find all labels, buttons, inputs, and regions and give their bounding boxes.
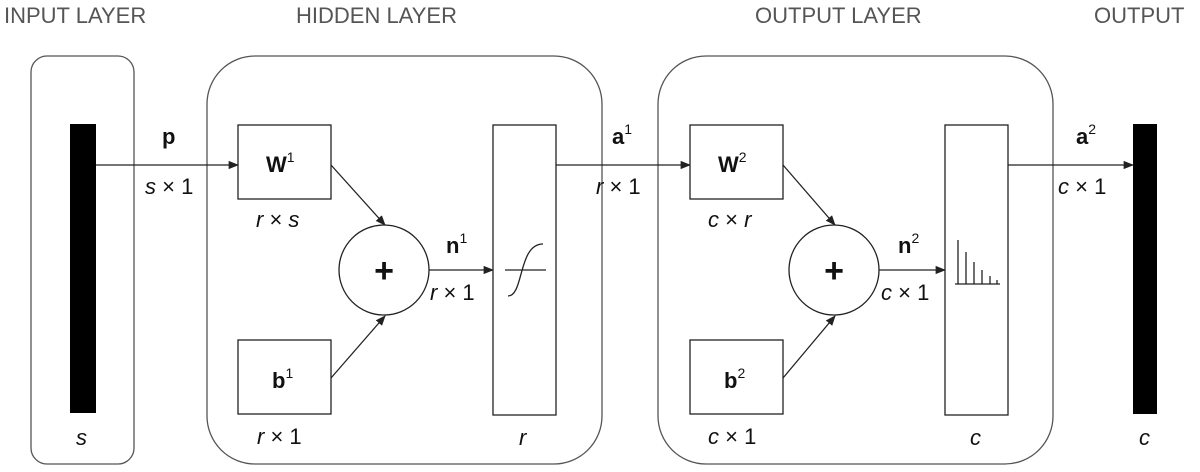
hidden-bias-label: b1 (272, 365, 293, 393)
output-transfer-box (944, 124, 1009, 416)
output-weight-box (689, 124, 784, 200)
input-layer-frame (30, 55, 135, 465)
output-vector-label: c (1139, 425, 1150, 450)
input-vector (70, 124, 96, 413)
output-layer-header: OUTPUT LAYER (755, 3, 922, 28)
input-vector-label: s (76, 425, 87, 450)
softmax-icon (955, 240, 1000, 285)
hidden-transfer-dim: r (519, 425, 528, 450)
hidden-bias-dim: r × 1 (257, 424, 302, 449)
hidden-bias-box (237, 339, 332, 415)
output-layer-frame (657, 55, 1054, 465)
hidden-output-dim: r × 1 (596, 174, 641, 199)
hidden-net-label: n1 (446, 230, 467, 258)
output-bias-dim: c × 1 (708, 424, 756, 449)
hidden-weight-box (237, 124, 332, 200)
output-bias-to-sum-arrow (782, 315, 836, 379)
hidden-layer-frame (206, 55, 603, 465)
output-header: OUTPUT (1094, 3, 1184, 28)
input-signal-name: p (162, 124, 175, 149)
output-weight-to-sum-arrow (782, 164, 836, 226)
output-bias-label: b2 (724, 365, 745, 393)
output-net-label: n2 (898, 230, 919, 258)
output-weight-label: W2 (718, 149, 747, 177)
output-vector (1133, 124, 1157, 414)
hidden-weight-dim: r × s (256, 207, 299, 232)
output-sum-symbol: + (824, 252, 844, 290)
hidden-weight-to-sum-arrow (330, 164, 386, 226)
input-layer-header: INPUT LAYER (4, 3, 146, 28)
hidden-layer-header: HIDDEN LAYER (296, 3, 457, 28)
hidden-bias-to-sum-arrow (330, 315, 386, 379)
final-output-dim: c × 1 (1058, 174, 1106, 199)
hidden-sum-symbol: + (374, 252, 394, 290)
output-net-dim: c × 1 (881, 280, 929, 305)
hidden-net-dim: r × 1 (430, 280, 475, 305)
output-transfer-dim: c (970, 425, 981, 450)
hidden-output-label: a1 (612, 121, 632, 149)
hidden-weight-label: W1 (266, 149, 295, 177)
sigmoid-icon (507, 243, 544, 297)
output-weight-dim: c × r (708, 207, 753, 232)
input-signal-dim: s × 1 (145, 174, 193, 199)
final-output-label: a2 (1076, 121, 1096, 149)
